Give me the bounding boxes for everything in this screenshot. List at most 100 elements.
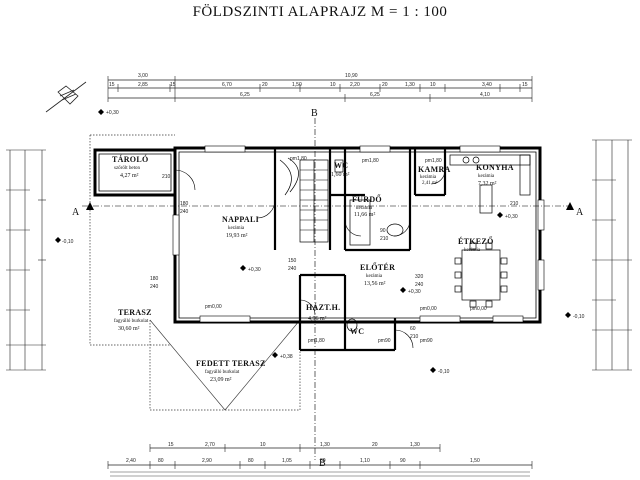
level-etkezo: pm0,00: [420, 306, 437, 312]
dim-b2-5: 80: [320, 458, 326, 464]
room-fedett-terasz-area: 23,09 m²: [210, 377, 232, 383]
north-arrow-icon: [45, 81, 87, 113]
dim-top-1: 3,00: [138, 73, 148, 79]
room-kamra-finish: kerámia: [420, 175, 437, 180]
left-dimension-chains: [6, 149, 46, 371]
elev-nappali: +0,30: [248, 267, 261, 273]
section-markers: [86, 202, 574, 210]
room-konyha-name: KONYHA: [476, 163, 514, 172]
plan-title: FÖLDSZINTI ALAPRAJZ M = 1 : 100: [192, 4, 448, 20]
right-dimension-chains: [592, 139, 632, 371]
section-mark-a-left: A: [72, 207, 80, 218]
kitchen-fixtures: [449, 154, 531, 214]
room-eloter-area: 13,56 m²: [364, 281, 386, 287]
room-nappali-finish: kerámia: [228, 226, 245, 231]
room-etkezo-finish: kerámia: [464, 248, 481, 253]
room-eloter-finish: kerámia: [366, 274, 383, 279]
dim-r2-11: 3,40: [482, 82, 492, 88]
dim-b1-0: 15: [168, 442, 174, 448]
room-tarolo-name: TÁROLÓ: [112, 154, 148, 164]
elev-bottom: -0,10: [438, 369, 450, 375]
level-furdo: pm1,80: [362, 158, 379, 164]
level-eloter: pm90: [420, 338, 433, 344]
room-furdo-area: 11,66 m²: [354, 212, 375, 218]
dim-b2-7: 90: [400, 458, 406, 464]
small-dim-8: 320: [415, 274, 424, 280]
bottom-hatch: [110, 471, 530, 477]
dim-b2-1: 80: [158, 458, 164, 464]
dim-r3-2: 4,10: [480, 92, 490, 98]
top-dimension-row2: 15 2,85 15 6,70 20 1,50 10 2,20 20 1,30 …: [109, 82, 528, 88]
dim-b1-2: 10: [260, 442, 266, 448]
elev-terrace: +0,38: [280, 354, 293, 360]
section-mark-b-bottom: B: [319, 458, 326, 469]
staircase: [279, 157, 329, 243]
exterior-walls: [93, 146, 542, 324]
dim-r2-8: 20: [382, 82, 388, 88]
section-mark-b-top: B: [311, 108, 318, 119]
dim-r2-6: 10: [330, 82, 336, 88]
dim-r3-1: 6,25: [370, 92, 380, 98]
elev-right: -0,10: [573, 314, 585, 320]
elev-left: -0,10: [62, 239, 74, 245]
dim-b2-3: 80: [248, 458, 254, 464]
dim-r2-10: 10: [430, 82, 436, 88]
small-dim-6: 240: [150, 284, 159, 290]
dim-r2-5: 1,50: [292, 82, 302, 88]
room-terasz-finish: fagyálló burkolat: [114, 319, 149, 324]
room-wc2-name: WC: [350, 327, 364, 336]
small-dim-1: 180: [180, 201, 189, 207]
room-furdo-finish: kerámia: [356, 206, 373, 211]
small-dim-5: 180: [150, 276, 159, 282]
covered-terrace-roof: [149, 319, 301, 411]
dim-top-2: 10,90: [345, 73, 358, 79]
room-nappali-name: NAPPALI: [222, 215, 259, 224]
small-dim-13: 210: [410, 334, 419, 340]
bottom-dimension-chain: [107, 444, 533, 469]
room-konyha-area: 7,32 m²: [478, 181, 497, 187]
dim-r2-1: 2,85: [138, 82, 148, 88]
dining-table: [454, 242, 508, 308]
dim-b2-4: 1,05: [282, 458, 292, 464]
wall-inner-lines: [98, 151, 537, 319]
dim-b1-4: 20: [372, 442, 378, 448]
room-fedett-terasz-finish: fagyálló burkolat: [205, 370, 240, 375]
dim-r2-7: 2,20: [350, 82, 360, 88]
dim-b1-5: 1,30: [410, 442, 420, 448]
section-mark-a-right: A: [576, 207, 584, 218]
room-furdo-name: FÜRDŐ: [352, 194, 382, 204]
room-tarolo-finish: szőrölt beton: [114, 166, 140, 171]
dim-r2-12: 15: [522, 82, 528, 88]
dim-r2-9: 1,30: [405, 82, 415, 88]
room-wc1-area: 1,60 m²: [331, 172, 350, 178]
small-dim-7: 210: [510, 201, 519, 207]
level-wc2: pm90: [378, 338, 391, 344]
room-kamra-area: 2,41 m²: [422, 180, 438, 186]
elev-eloter: +0,30: [408, 289, 421, 295]
dim-b1-1: 2,70: [205, 442, 215, 448]
small-dim-10: 90: [380, 228, 386, 234]
small-dim-12: 60: [410, 326, 416, 332]
small-dim-0: 210: [162, 174, 171, 180]
room-hazt-name: HÁZT.H.: [306, 302, 340, 312]
level-kamra: pm1,80: [425, 158, 442, 164]
small-dim-3: 150: [288, 258, 297, 264]
room-terasz-area: 30,60 m²: [118, 326, 140, 332]
doors: [174, 169, 446, 349]
room-tarolo-area: 4,27 m²: [120, 173, 139, 179]
level-nappali: pm0,00: [205, 304, 222, 310]
dim-b2-8: 1,50: [470, 458, 480, 464]
room-fedett-terasz-name: FEDETT TERASZ: [196, 359, 266, 368]
level-markers: [55, 109, 571, 373]
elev-etkezo: +0,30: [505, 214, 518, 220]
dim-r2-4: 20: [262, 82, 268, 88]
small-dim-4: 240: [288, 266, 297, 272]
dim-r3-0: 6,25: [240, 92, 250, 98]
dim-r2-3: 6,70: [222, 82, 232, 88]
room-etkezo-name: ÉTKEZŐ: [458, 236, 494, 246]
small-dim-9: 240: [415, 282, 424, 288]
room-nappali-area: 19,93 m²: [226, 233, 248, 239]
room-kamra-name: KAMRA: [418, 165, 451, 174]
dim-b2-2: 2,90: [202, 458, 212, 464]
small-dim-2: 240: [180, 209, 189, 215]
